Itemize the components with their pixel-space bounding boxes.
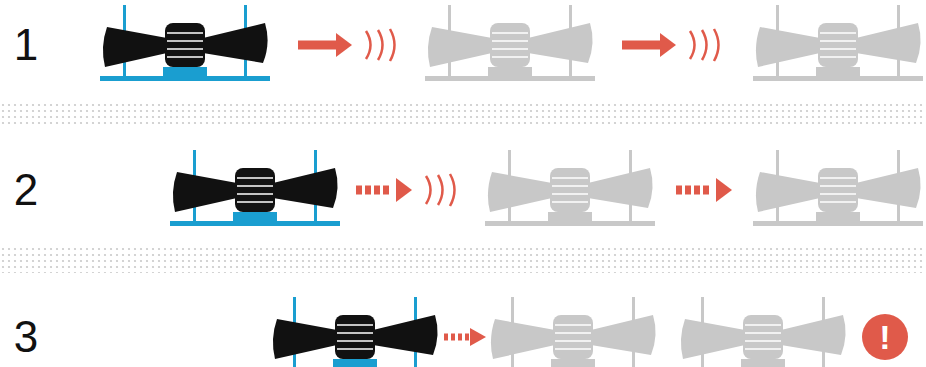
- step-number: 1: [14, 23, 38, 67]
- inactive-fan-unit: [678, 297, 848, 367]
- step-number: 2: [14, 168, 38, 212]
- step-number: 3: [14, 315, 38, 359]
- inactive-fan-unit: [488, 297, 658, 367]
- inactive-fan-unit: [753, 150, 923, 226]
- signal-arrow: [622, 33, 676, 57]
- dotted-separator: [0, 245, 926, 273]
- active-fan-unit: [170, 150, 340, 226]
- signal-waves: [366, 29, 395, 61]
- signal-arrow: [444, 328, 486, 346]
- signal-arrow: [356, 178, 412, 202]
- signal-arrow: [676, 178, 732, 202]
- signal-waves: [426, 174, 455, 206]
- warning-mark: !: [879, 320, 890, 354]
- signal-arrow: [298, 33, 352, 57]
- dotted-separator: [0, 100, 926, 128]
- active-fan-unit: [100, 5, 270, 81]
- warning-circle: [862, 314, 908, 360]
- signal-waves: [690, 29, 719, 61]
- active-fan-unit: [270, 297, 440, 367]
- inactive-fan-unit: [753, 5, 923, 81]
- inactive-fan-unit: [425, 5, 595, 81]
- inactive-fan-unit: [485, 150, 655, 226]
